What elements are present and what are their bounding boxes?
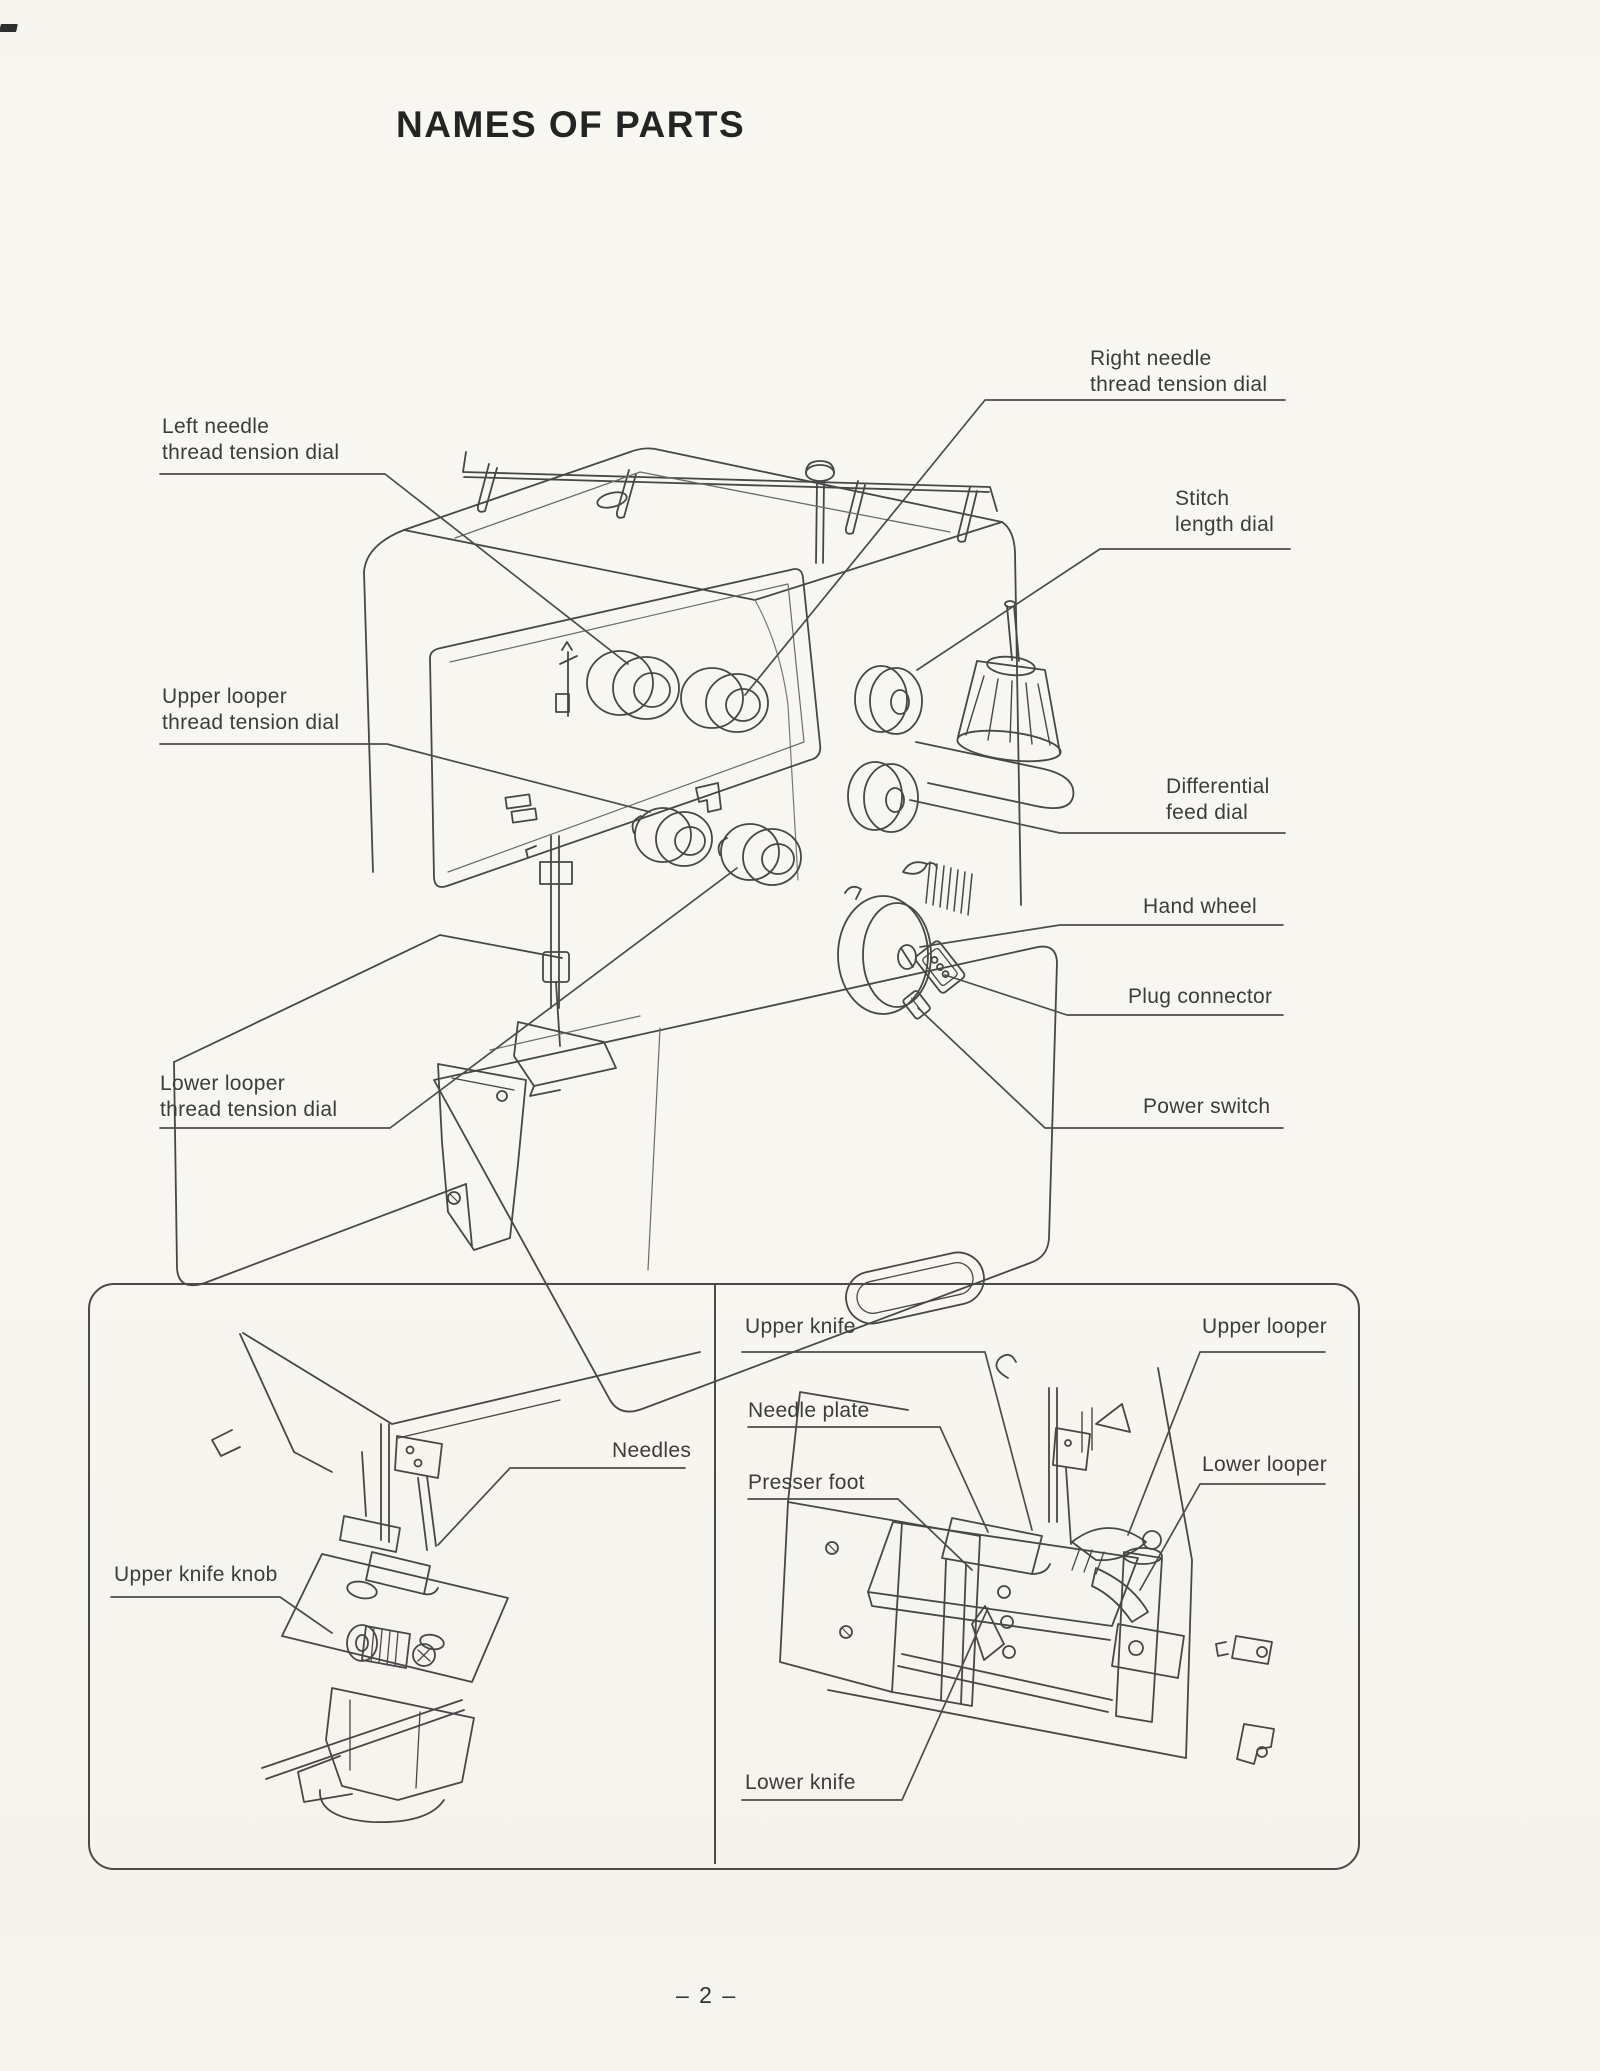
leader-upper-looper-dial	[159, 743, 651, 813]
mechanism-closeup-drawing	[779, 1353, 1275, 1765]
label-plug-connector: Plug connector	[1128, 985, 1273, 1008]
leader-hand-wheel	[919, 924, 1284, 948]
leader-needle-plate	[747, 1426, 989, 1533]
label-differential-feed-dial: Differential feed dial	[1166, 775, 1270, 824]
label-stitch-length-dial: Stitch length dial	[1175, 487, 1275, 536]
leader-lines	[110, 399, 1326, 1801]
label-hand-wheel: Hand wheel	[1143, 895, 1257, 918]
label-needles: Needles	[612, 1439, 692, 1462]
label-upper-looper-thread-tension-dial: Upper looper thread tension dial	[162, 685, 340, 734]
label-upper-knife: Upper knife	[745, 1315, 856, 1338]
label-lower-looper-thread-tension-dial: Lower looper thread tension dial	[160, 1072, 338, 1121]
leader-presser-foot	[747, 1498, 973, 1571]
leader-right-needle	[744, 399, 1286, 696]
label-upper-knife-knob: Upper knife knob	[114, 1563, 278, 1586]
closeup-panels-divider	[714, 1285, 716, 1864]
page-title: NAMES OF PARTS	[396, 104, 746, 145]
leader-upper-knife	[741, 1351, 1033, 1531]
leader-lower-knife	[741, 1607, 989, 1801]
label-power-switch: Power switch	[1143, 1095, 1271, 1118]
leader-lower-looper	[1139, 1483, 1326, 1591]
leader-upper-looper	[1127, 1351, 1326, 1536]
leader-upper-knife-knob	[110, 1596, 333, 1634]
label-lower-looper: Lower looper	[1202, 1453, 1328, 1476]
needle-closeup-drawing	[211, 1332, 701, 1824]
leader-left-needle	[159, 473, 629, 665]
label-lower-knife: Lower knife	[745, 1771, 856, 1794]
leader-differential	[909, 799, 1286, 834]
serger-overview-drawing	[173, 447, 1075, 1413]
leader-plug-connector	[944, 974, 1284, 1016]
page-number: – 2 –	[676, 1982, 738, 2008]
label-presser-foot: Presser foot	[748, 1471, 865, 1494]
label-right-needle-thread-tension-dial: Right needle thread tension dial	[1090, 347, 1268, 396]
label-left-needle-thread-tension-dial: Left needle thread tension dial	[162, 415, 340, 464]
leader-lower-looper-dial	[159, 867, 738, 1129]
label-needle-plate: Needle plate	[748, 1399, 870, 1422]
label-upper-looper: Upper looper	[1202, 1315, 1328, 1338]
closeup-panels-box	[88, 1283, 1360, 1870]
leader-stitch-length	[916, 548, 1291, 671]
leader-needles	[437, 1467, 686, 1546]
thread-stand-drawing	[462, 451, 998, 564]
leader-power-switch	[917, 1007, 1284, 1129]
